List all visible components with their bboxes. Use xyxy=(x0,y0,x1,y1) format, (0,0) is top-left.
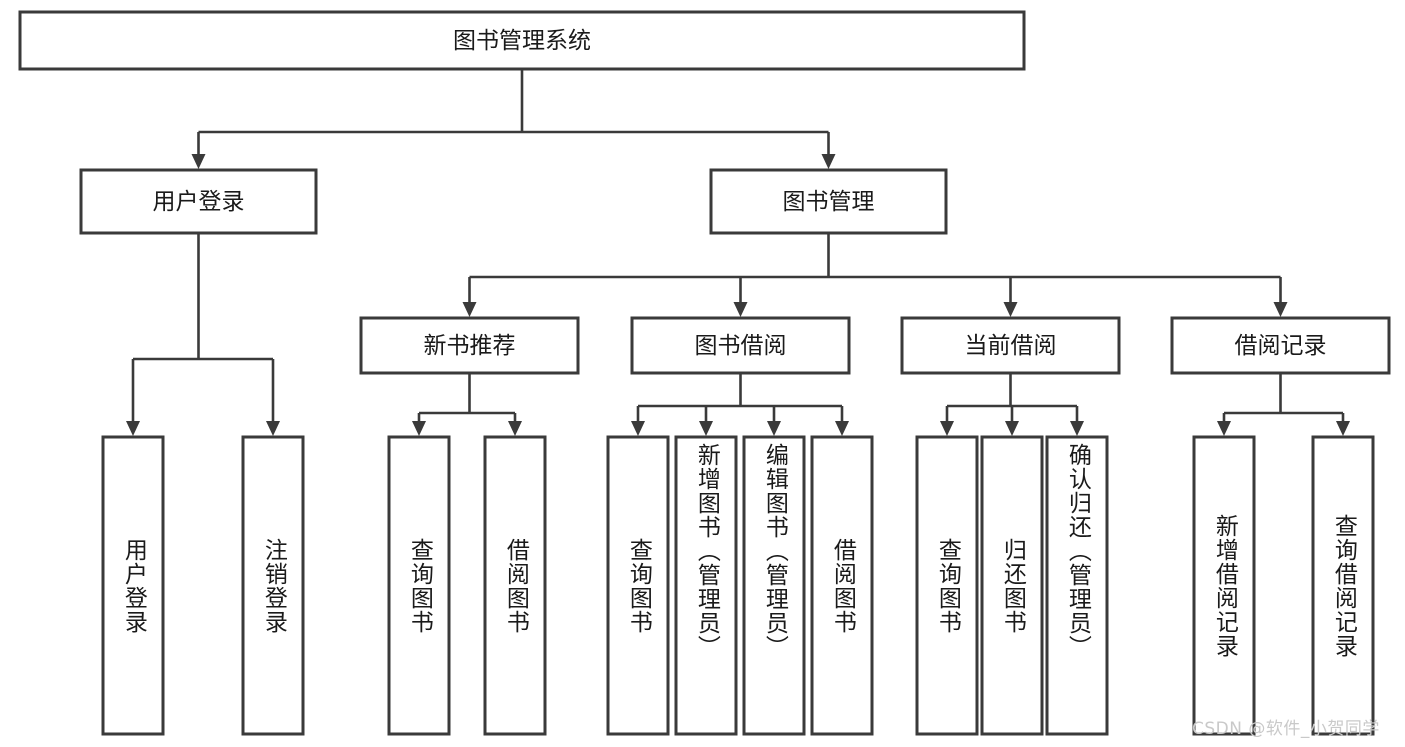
arrow-head-icon xyxy=(821,154,836,169)
arrow-head-icon xyxy=(191,154,206,169)
node-box-leaf-add-book-admin[interactable] xyxy=(674,435,738,736)
node-box-leaf-borrow-book[interactable] xyxy=(810,435,874,736)
node-leaf-return-book[interactable] xyxy=(980,435,1044,736)
node-label-book-borrow: 图书借阅 xyxy=(695,333,787,359)
node-book-borrow[interactable]: 图书借阅 xyxy=(630,316,851,375)
node-leaf-borrow-book[interactable] xyxy=(810,435,874,736)
node-leaf-query-book-current[interactable] xyxy=(915,435,979,736)
node-borrow-record[interactable]: 借阅记录 xyxy=(1170,316,1391,375)
node-leaf-confirm-return-admin[interactable] xyxy=(1045,435,1109,736)
watermark: CSDN @软件_小贺同学 xyxy=(1192,719,1380,739)
node-leaf-user-logout[interactable] xyxy=(241,435,305,736)
connector-layer xyxy=(126,69,1350,436)
arrow-head-icon xyxy=(631,421,645,436)
node-box-leaf-borrow-book-rec[interactable] xyxy=(483,435,547,736)
node-box-current-borrow[interactable] xyxy=(900,316,1121,375)
node-box-root[interactable] xyxy=(18,10,1026,71)
node-box-leaf-query-book-borrow[interactable] xyxy=(606,435,670,736)
node-leaf-borrow-book-rec[interactable] xyxy=(483,435,547,736)
node-label-root: 图书管理系统 xyxy=(453,28,591,54)
arrow-head-icon xyxy=(940,421,954,436)
node-box-leaf-confirm-return-admin[interactable] xyxy=(1045,435,1109,736)
node-leaf-add-book-admin[interactable] xyxy=(674,435,738,736)
node-box-leaf-user-login[interactable] xyxy=(101,435,165,736)
arrow-head-icon xyxy=(699,421,713,436)
node-book-management[interactable]: 图书管理 xyxy=(709,168,948,235)
arrow-head-icon xyxy=(462,302,477,317)
node-box-leaf-query-borrow-record[interactable] xyxy=(1311,435,1375,736)
node-box-leaf-query-book-rec[interactable] xyxy=(387,435,451,736)
arrow-head-icon xyxy=(1003,302,1018,317)
node-user-login[interactable]: 用户登录 xyxy=(79,168,318,235)
node-label-user-login: 用户登录 xyxy=(153,189,245,215)
node-box-user-login[interactable] xyxy=(79,168,318,235)
node-current-borrow[interactable]: 当前借阅 xyxy=(900,316,1121,375)
arrow-head-icon xyxy=(733,302,748,317)
node-box-leaf-query-book-current[interactable] xyxy=(915,435,979,736)
node-leaf-query-book-rec[interactable] xyxy=(387,435,451,736)
node-box-book-borrow[interactable] xyxy=(630,316,851,375)
arrow-head-icon xyxy=(266,421,280,436)
node-label-new-book-recommend: 新书推荐 xyxy=(424,333,516,359)
arrow-head-icon xyxy=(835,421,849,436)
node-box-leaf-edit-book-admin[interactable] xyxy=(742,435,806,736)
node-box-new-book-recommend[interactable] xyxy=(359,316,580,375)
arrow-head-icon xyxy=(1070,421,1084,436)
node-leaf-user-login[interactable] xyxy=(101,435,165,736)
arrow-head-icon xyxy=(767,421,781,436)
node-leaf-query-borrow-record[interactable] xyxy=(1311,435,1375,736)
node-box-book-management[interactable] xyxy=(709,168,948,235)
node-label-book-management: 图书管理 xyxy=(783,189,875,215)
node-box-leaf-add-borrow-record[interactable] xyxy=(1192,435,1256,736)
arrow-head-icon xyxy=(412,421,426,436)
node-leaf-query-book-borrow[interactable] xyxy=(606,435,670,736)
node-label-borrow-record: 借阅记录 xyxy=(1235,333,1327,359)
node-box-borrow-record[interactable] xyxy=(1170,316,1391,375)
node-leaf-edit-book-admin[interactable] xyxy=(742,435,806,736)
arrow-head-icon xyxy=(508,421,522,436)
arrow-head-icon xyxy=(1005,421,1019,436)
node-box-leaf-user-logout[interactable] xyxy=(241,435,305,736)
node-root[interactable]: 图书管理系统 xyxy=(18,10,1026,71)
arrow-head-icon xyxy=(1217,421,1231,436)
arrow-head-icon xyxy=(1273,302,1288,317)
node-leaf-add-borrow-record[interactable] xyxy=(1192,435,1256,736)
node-label-current-borrow: 当前借阅 xyxy=(965,333,1057,359)
arrow-head-icon xyxy=(126,421,140,436)
arrow-head-icon xyxy=(1336,421,1350,436)
node-new-book-recommend[interactable]: 新书推荐 xyxy=(359,316,580,375)
node-box-leaf-return-book[interactable] xyxy=(980,435,1044,736)
